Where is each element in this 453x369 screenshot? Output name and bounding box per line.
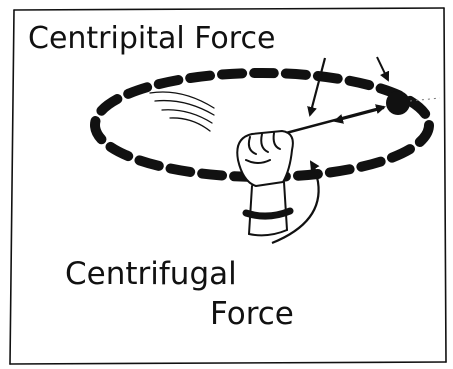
motion-lines [150, 92, 214, 131]
centrifugal-label-line2: Force [210, 296, 294, 332]
centripital-force-label: Centripital Force [28, 21, 275, 56]
ball-pointer-arrow [377, 57, 388, 80]
wrist-band [246, 211, 290, 216]
centrifugal-label-line1: Centrifugal [65, 256, 237, 292]
label-pointer-arrow [310, 58, 325, 115]
ball [386, 91, 410, 115]
centripetal-inward-arrow [335, 108, 384, 121]
hand-fist [237, 131, 293, 235]
